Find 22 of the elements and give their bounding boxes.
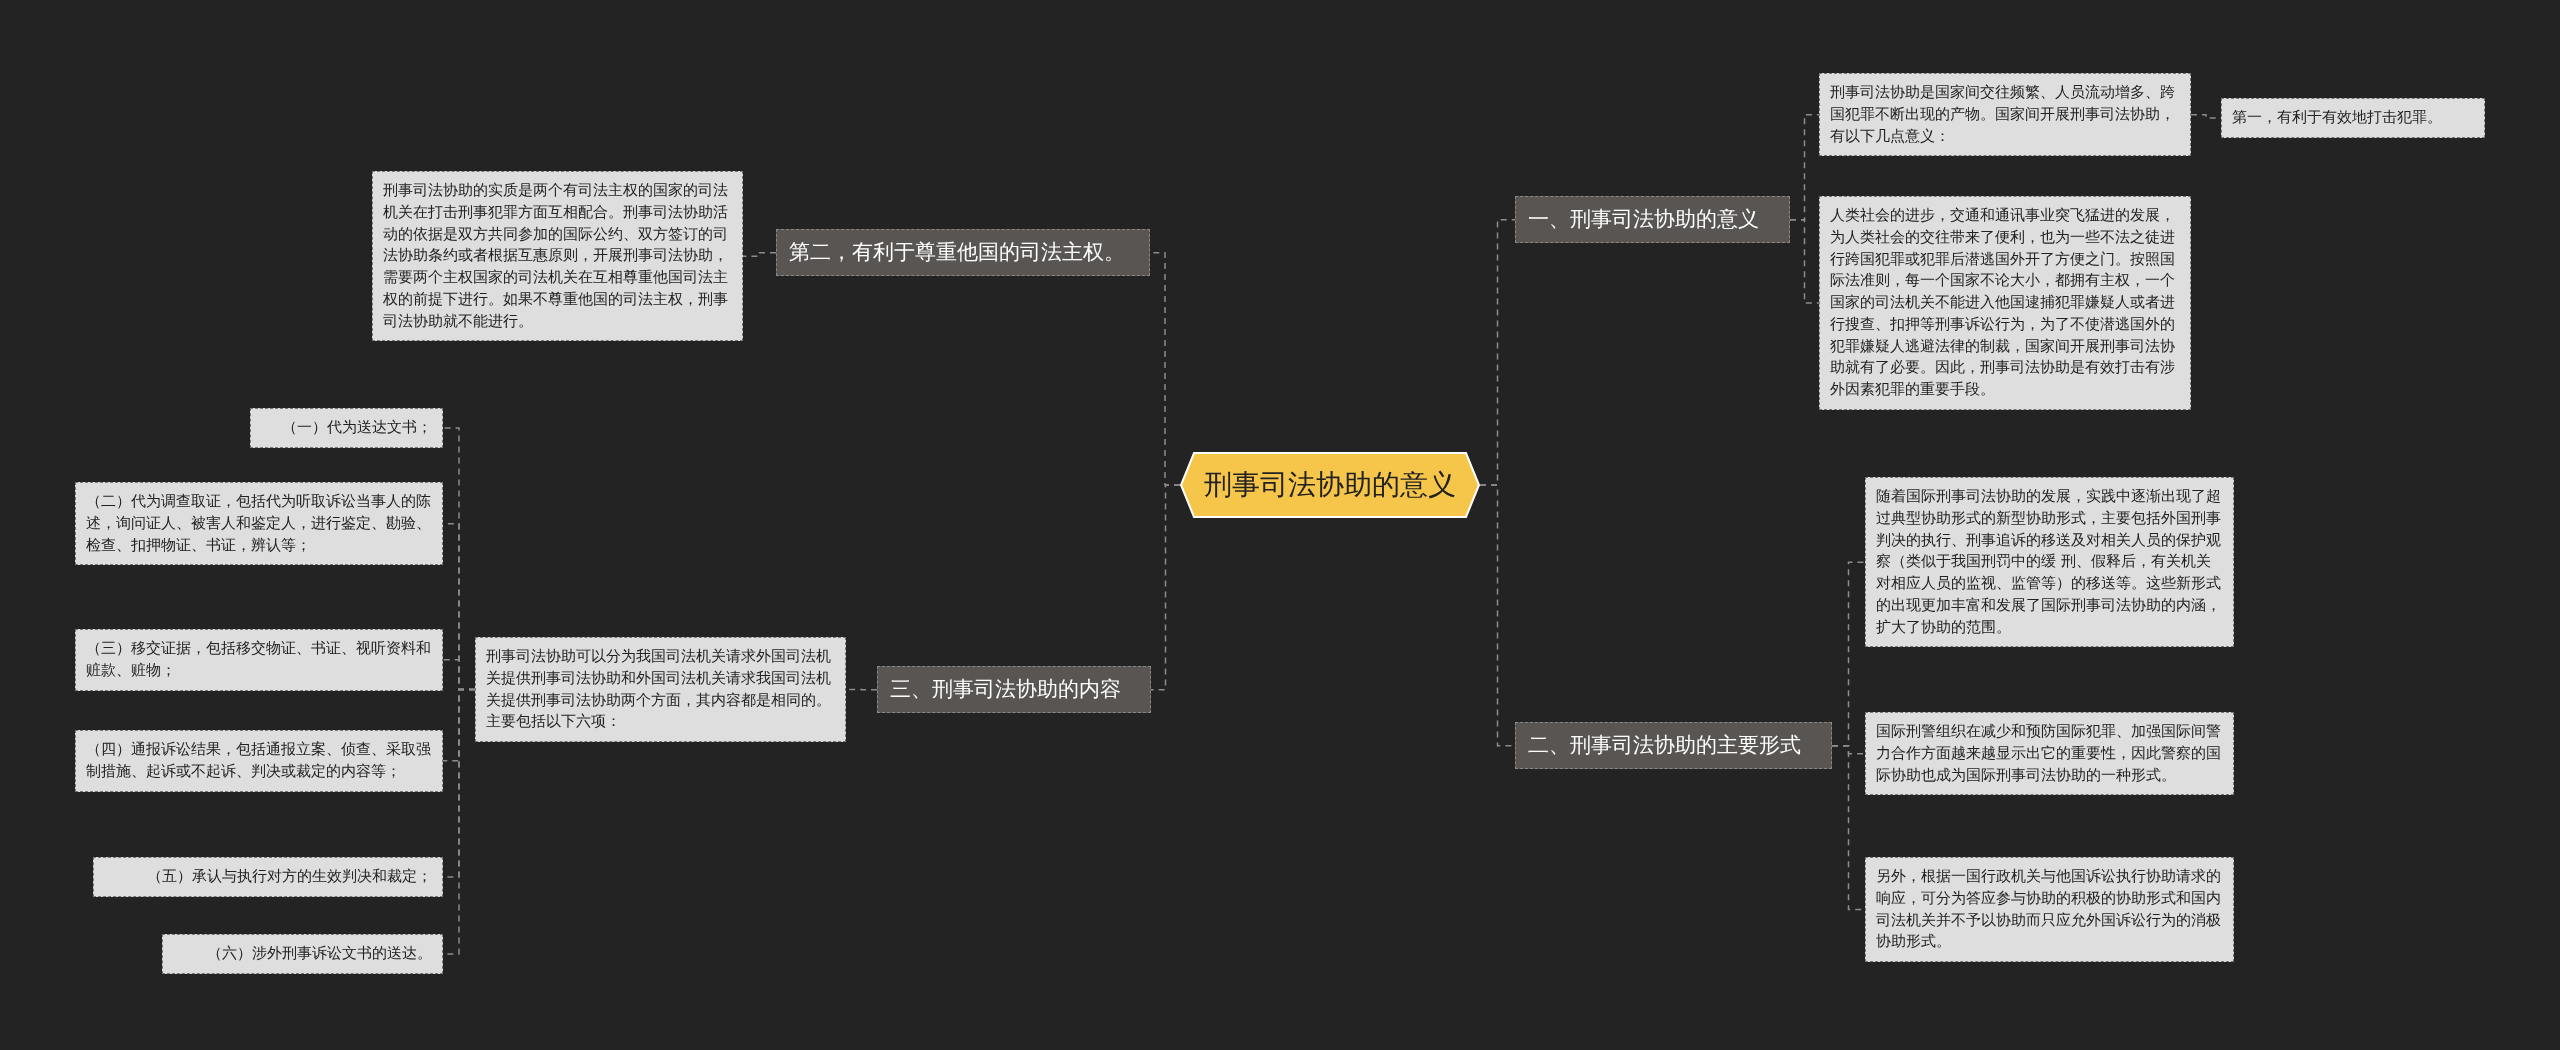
topic-box: 二、刑事司法协助的主要形式 [1515, 722, 1832, 770]
connector [1789, 218, 1820, 304]
central-topic: 刑事司法协助的意义 [1180, 452, 1480, 518]
note-box: （一）代为送达文书； [250, 408, 443, 448]
note-box: （三）移交证据，包括移交物证、书证、视听资料和赃款、赃物； [75, 629, 443, 691]
note-box: 国际刑警组织在减少和预防国际犯罪、加强国际间警力合作方面越来越显示出它的重要性，因此警察的国际协助也成为国际刑事司法协助的一种形式。 [1865, 712, 2234, 796]
note-box: 第一，有利于有效地打击犯罪。 [2221, 98, 2485, 138]
note-box: （四）通报诉讼结果，包括通报立案、侦查、采取强制措施、起诉或不起诉、判决或裁定的内容等； [75, 730, 443, 792]
note-box: 人类社会的进步，交通和通讯事业突飞猛进的发展，为人类社会的交往带来了便利，也为一些不法之徒进行跨国犯罪或犯罪后潜逃国外开了方便之门。按照国际法准则，每一个国家不论大小，都拥有主权，一个国家的司法机关不能进入他国逮捕犯罪嫌疑人或者进行搜查、扣押等刑事诉讼行为，为了不使潜逃国外的犯罪嫌疑人逃避法律的制裁，国家间开展刑事司法协助就有了必要。因此，刑事司法协助是有效打击有涉外因素犯罪的重要手段。 [1819, 196, 2191, 410]
note-box: 另外，根据一国行政机关与他国诉讼执行协助请求的响应，可分为答应参与协助的积极的协助形式和国内司法机关并不予以协助而只应允外国诉讼行为的消极协助形式。 [1865, 857, 2234, 962]
note-box: （六）涉外刑事诉讼文书的送达。 [162, 934, 443, 974]
connector [1150, 484, 1181, 691]
note-box: （五）承认与执行对方的生效判决和裁定； [93, 857, 443, 897]
topic-box: 第二，有利于尊重他国的司法主权。 [776, 229, 1150, 277]
topic-box: 一、刑事司法协助的意义 [1515, 196, 1790, 244]
note-box: （二）代为调查取证，包括代为听取诉讼当事人的陈述，询问证人、被害人和鉴定人，进行鉴定、勘验、检查、扣押物证、书证，辨认等； [75, 482, 443, 566]
note-box: 刑事司法协助可以分为我国司法机关请求外国司法机关提供刑事司法协助和外国司法机关请求我国司法机关提供刑事司法协助两个方面，其内容都是相同的。主要包括以下六项： [475, 637, 846, 742]
note-box: 随着国际刑事司法协助的发展，实践中逐渐出现了超过典型协助形式的新型协助形式，主要包括外国刑事判决的执行、刑事追诉的移送及对相关人员的保护观察（类似于我国刑罚中的缓 刑、假释后，有关机关对相应人员的监视、监管等）的移送等。这些新形式的出现更加丰富和发展了国际刑事司法协助的内涵，扩大了协助的范围。 [1865, 477, 2234, 648]
note-box: 刑事司法协助的实质是两个有司法主权的国家的司法机关在打击刑事犯罪方面互相配合。刑事司法协助活动的依据是双方共同参加的国际公约、双方签订的司法协助条约或者根据互惠原则，开展刑事司法协助，需要两个主权国家的司法机关在互相尊重他国司法主权的前提下进行。如果不尊重他国的司法主权，刑事司法协助就不能进行。 [372, 171, 743, 342]
note-box: 刑事司法协助是国家间交往频繁、人员流动增多、跨国犯罪不断出现的产物。国家间开展刑事司法协助，有以下几点意义： [1819, 73, 2191, 157]
topic-box: 三、刑事司法协助的内容 [877, 666, 1151, 714]
connector [742, 251, 777, 257]
